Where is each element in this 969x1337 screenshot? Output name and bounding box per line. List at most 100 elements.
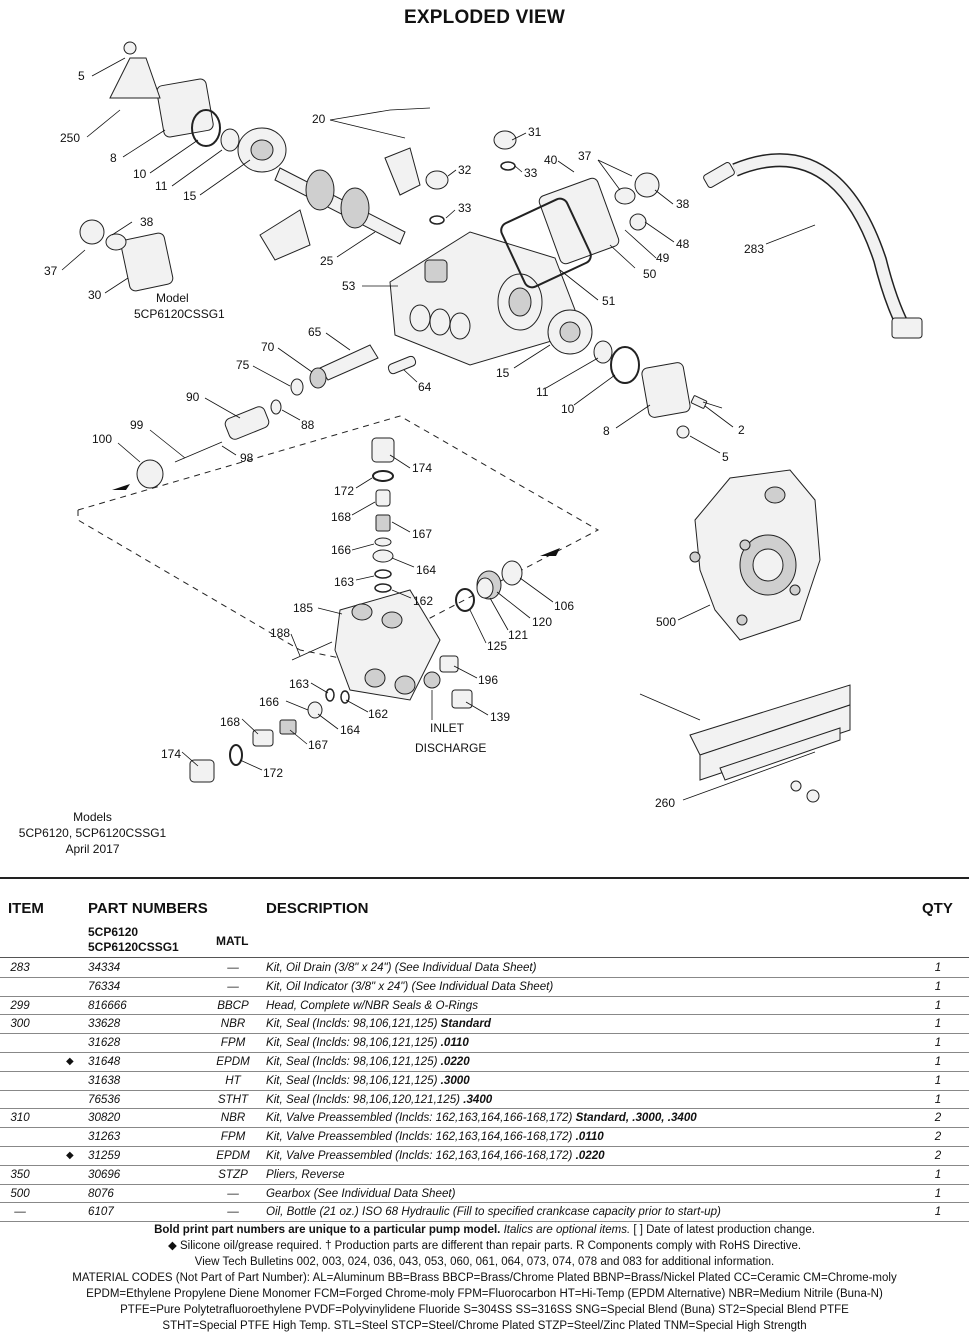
oil-cap-cone-shape <box>109 57 161 99</box>
callout-37a: 37 <box>44 264 58 278</box>
footer-bold-note: Bold print part numbers are unique to a … <box>154 1224 501 1236</box>
qty-cell: 1 <box>934 961 942 974</box>
callout-185: 185 <box>293 601 313 615</box>
bearing-cover-shape-30 <box>120 232 174 292</box>
callout-283: 283 <box>744 242 764 256</box>
description-text: Kit, Seal (Inclds: 98,106,121,125) <box>266 1036 441 1050</box>
callout-162b: 162 <box>368 707 388 721</box>
bearing-cover-shape-left <box>156 78 214 138</box>
description-bold-text: .3000 <box>440 1073 470 1087</box>
callout-168a: 168 <box>331 510 351 524</box>
table-row: 76334—Kit, Oil Indicator (3/8" x 24") (S… <box>0 978 969 997</box>
header-qty: QTY <box>922 900 953 917</box>
footer-line1: Bold print part numbers are unique to a … <box>0 1222 969 1238</box>
subheader-model2: 5CP6120CSSG1 <box>88 940 179 954</box>
callout-167a: 167 <box>412 527 432 541</box>
qty-cell: 1 <box>934 1186 942 1200</box>
o-ring-shape-10a <box>191 109 221 147</box>
callout-168b: 168 <box>220 715 240 729</box>
footer-line5: EPDM=Ethylene Propylene Diene Monomer FC… <box>86 1288 883 1300</box>
seal-shape-106 <box>501 560 523 586</box>
callout-99: 99 <box>130 418 144 432</box>
callout-174b: 174 <box>161 747 181 761</box>
subheader-matl: MATL <box>216 934 249 948</box>
part-number-cell: 33628 <box>88 1017 121 1031</box>
material-cell: EPDM <box>216 1054 250 1068</box>
callout-30: 30 <box>88 288 102 302</box>
material-cell: EPDM <box>216 1148 250 1162</box>
description-cell: Kit, Seal (Inclds: 98,106,121,125) Stand… <box>266 1015 491 1033</box>
bearing-shape-right <box>547 309 593 355</box>
description-text: Kit, Seal (Inclds: 98,106,121,125) <box>266 1073 441 1087</box>
crankshaft-shape <box>274 167 406 245</box>
part-number-cell: 6107 <box>88 1205 114 1219</box>
item-cell: 300 <box>10 1017 30 1031</box>
qty-cell: 1 <box>934 1073 942 1087</box>
material-cell: STHT <box>217 1092 249 1106</box>
description-text: Kit, Oil Indicator (3/8" x 24") (See Ind… <box>266 979 554 993</box>
callout-139: 139 <box>490 710 510 724</box>
model-label-line1: Model <box>156 291 189 305</box>
part-number-cell: 31259 <box>88 1148 121 1162</box>
o-ring-shape-88 <box>270 399 282 415</box>
description-cell: Kit, Seal (Inclds: 98,106,121,125) .3000 <box>266 1072 470 1090</box>
callout-40: 40 <box>544 153 558 167</box>
qty-cell: 2 <box>934 1111 942 1125</box>
callout-174a: 174 <box>412 461 432 475</box>
gasket-shape-51 <box>500 197 592 289</box>
material-cell: BBCP <box>217 998 249 1012</box>
callout-125: 125 <box>487 639 507 653</box>
item-cell: 283 <box>10 961 30 974</box>
qty-cell: 1 <box>934 1092 942 1106</box>
qty-cell: 1 <box>934 1054 942 1068</box>
callout-164a: 164 <box>416 563 436 577</box>
callout-196: 196 <box>478 673 498 687</box>
footer-line2: ◆ Silicone oil/grease required. † Produc… <box>167 1240 802 1252</box>
pointer-arrow-left <box>112 484 130 490</box>
conrod-shape-upper <box>384 147 421 196</box>
models-note-line1: Models <box>73 810 112 824</box>
callout-163a: 163 <box>334 575 354 589</box>
conrod-shape-lower <box>259 209 311 261</box>
discharge-label: DISCHARGE <box>415 741 486 755</box>
oil-drain-hose-inner <box>732 154 910 333</box>
footer-line3: View Tech Bulletins 002, 003, 024, 036, … <box>194 1256 775 1268</box>
callout-172a: 172 <box>334 484 354 498</box>
material-cell: — <box>227 1205 239 1219</box>
description-cell: Kit, Seal (Inclds: 98,106,120,121,125) .… <box>266 1091 492 1109</box>
callout-5a: 5 <box>78 69 85 83</box>
pin-shape-64 <box>387 355 417 375</box>
description-bold-text: .3400 <box>463 1092 493 1106</box>
callout-2: 2 <box>738 423 745 437</box>
item-cell: 350 <box>10 1167 30 1181</box>
qty-cell: 1 <box>934 998 942 1012</box>
qty-cell: 1 <box>934 1017 942 1031</box>
part-number-cell: 31263 <box>88 1130 121 1144</box>
qty-cell: 1 <box>934 1205 942 1219</box>
models-note-line2: 5CP6120, 5CP6120CSSG1 <box>18 826 167 840</box>
fitting-shape-37 <box>634 172 660 198</box>
models-note: Models 5CP6120, 5CP6120CSSG1 April 2017 <box>0 809 185 857</box>
description-text: Pliers, Reverse <box>266 1167 345 1181</box>
callout-10b: 10 <box>561 402 575 416</box>
exploded-view-diagram: 5 250 8 10 11 15 20 25 38 37 30 Model 5C… <box>44 41 923 810</box>
callout-48: 48 <box>676 237 690 251</box>
models-note-line3: April 2017 <box>65 842 120 856</box>
description-text: Kit, Seal (Inclds: 98,106,120,121,125) <box>266 1092 464 1106</box>
description-text: Kit, Valve Preassembled (Inclds: 162,163… <box>266 1130 576 1144</box>
part-number-cell: 31628 <box>88 1036 121 1050</box>
qty-cell: 1 <box>934 979 942 993</box>
callout-188: 188 <box>270 626 290 640</box>
callout-37b: 37 <box>578 149 592 163</box>
washer-shape-38 <box>614 187 636 205</box>
callout-166b: 166 <box>259 695 279 709</box>
bearing-cover-shape-right <box>641 362 691 418</box>
callout-65: 65 <box>308 325 322 339</box>
footer-line6: PTFE=Pure Polytetrafluoroethylene PVDF=P… <box>120 1304 849 1316</box>
